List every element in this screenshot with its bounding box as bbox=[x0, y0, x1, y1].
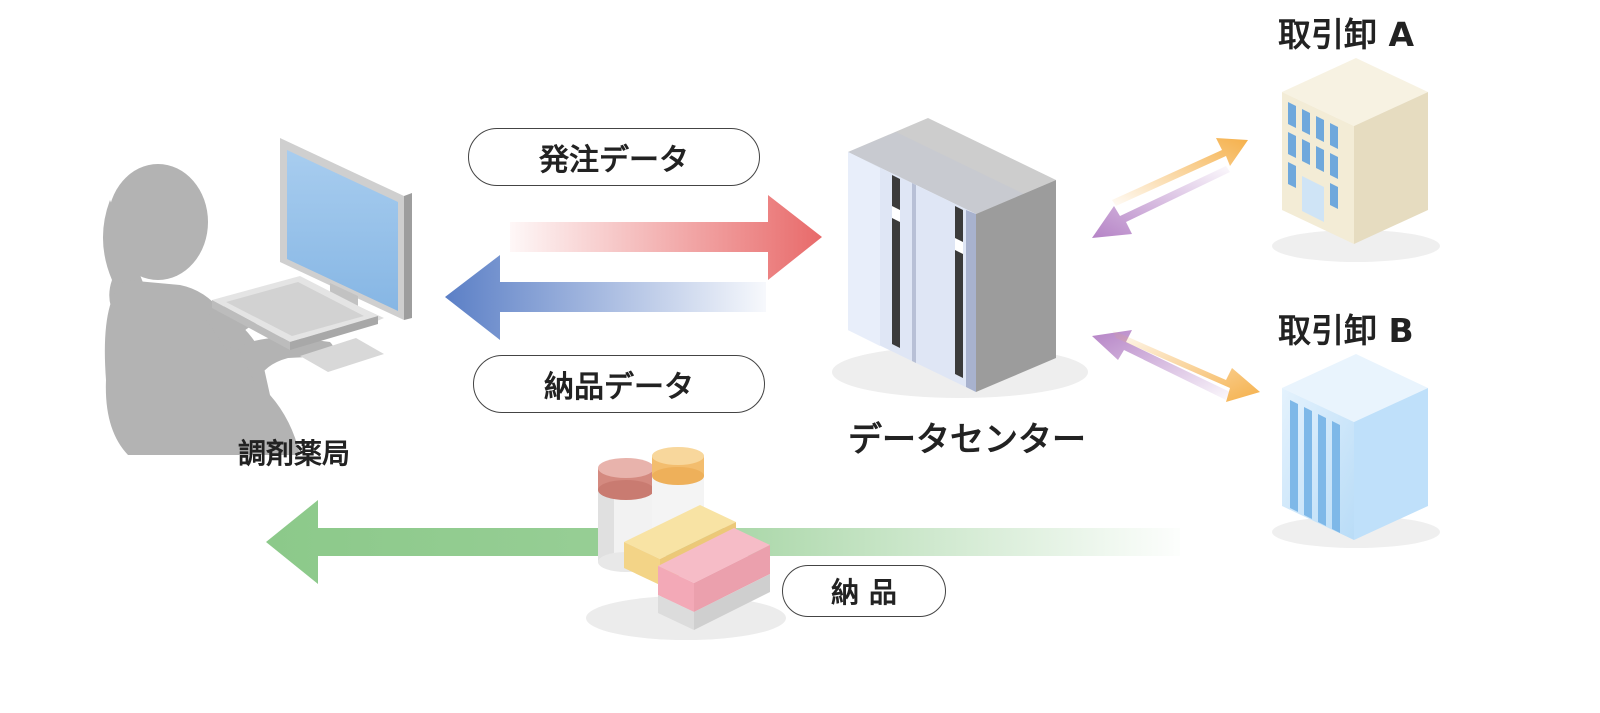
arrow-from-wholesaler-b bbox=[1092, 330, 1230, 400]
goods-packages bbox=[586, 447, 786, 640]
wholesaler-a-building bbox=[1272, 58, 1440, 262]
label-data-center: データセンター bbox=[848, 420, 1086, 460]
label-wholesaler-a: 取引卸 A bbox=[1278, 15, 1415, 54]
wholesaler-b-building bbox=[1272, 354, 1440, 548]
monitor bbox=[212, 138, 412, 372]
server-rack bbox=[832, 118, 1088, 398]
label-wholesaler-b: 取引卸 B bbox=[1278, 311, 1414, 350]
pill-order-data: 発注データ bbox=[468, 128, 760, 186]
label-pharmacy: 調剤薬局 bbox=[238, 437, 351, 470]
arrow-from-wholesaler-a bbox=[1092, 166, 1230, 238]
order-data-arrow bbox=[510, 195, 822, 280]
pill-delivery: 納 品 bbox=[782, 565, 946, 617]
arrow-to-wholesaler-b bbox=[1112, 330, 1260, 402]
arrow-to-wholesaler-a bbox=[1112, 138, 1248, 206]
pill-delivery-data: 納品データ bbox=[473, 355, 765, 413]
delivery-data-arrow bbox=[445, 255, 766, 340]
